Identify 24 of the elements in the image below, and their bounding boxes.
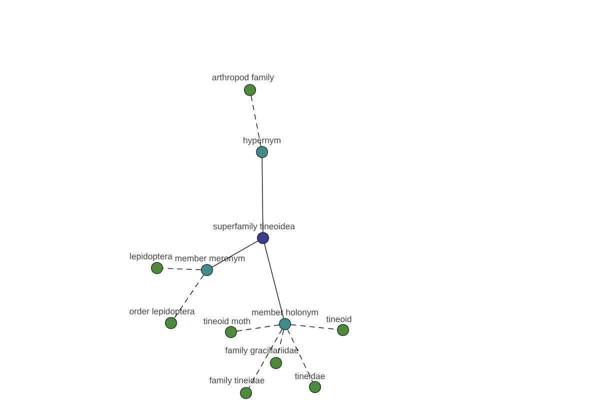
node-label: arthropod family bbox=[212, 74, 274, 82]
graph-node: hypernym bbox=[244, 136, 280, 158]
connector-line bbox=[287, 329, 313, 382]
graph-node: family gracillariidae bbox=[225, 346, 298, 369]
connector-line bbox=[174, 274, 204, 318]
graph-node: tineoid moth bbox=[204, 318, 250, 338]
connector-line bbox=[262, 158, 264, 232]
graph-node: tineidae bbox=[294, 372, 325, 393]
connector-line bbox=[250, 96, 262, 146]
graph-node: order lepidoptera bbox=[130, 308, 195, 329]
connector-line bbox=[236, 324, 280, 332]
connector-line bbox=[248, 328, 282, 388]
node-label: order lepidoptera bbox=[130, 308, 195, 316]
node-label: tineoid moth bbox=[204, 318, 250, 324]
node-label: tineoid bbox=[326, 316, 352, 322]
connector-line bbox=[162, 268, 202, 270]
graph-node: arthropod family bbox=[212, 74, 274, 96]
node-label: lepidoptera bbox=[130, 252, 172, 262]
graph-node: tineoid bbox=[326, 316, 352, 336]
node-label: hypernym bbox=[244, 136, 280, 146]
connector-line bbox=[264, 243, 284, 319]
node-label: family gracillariidae bbox=[225, 346, 298, 356]
node-label: tineidae bbox=[294, 372, 325, 380]
graph-node: lepidoptera bbox=[130, 252, 172, 274]
